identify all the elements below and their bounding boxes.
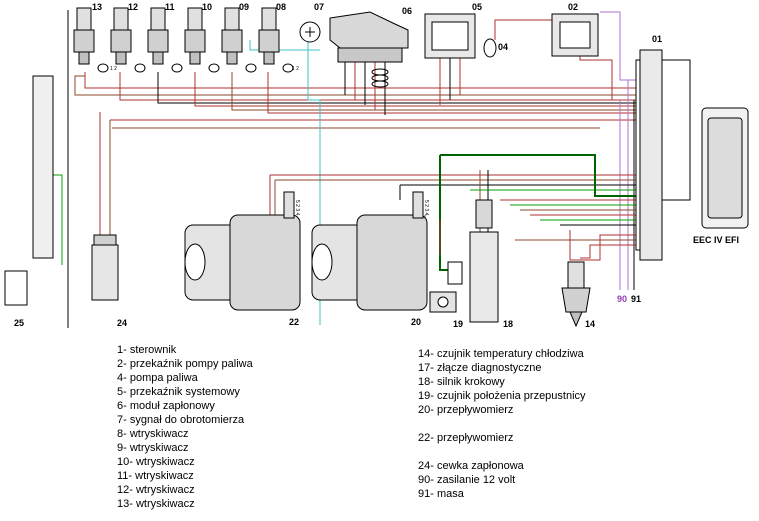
ignition-coil: 24 xyxy=(91,234,127,328)
legend-item: 20- przepływomierz xyxy=(418,404,514,416)
coolant-sensor: 14 xyxy=(561,261,595,329)
legend-item: 91- masa xyxy=(418,488,464,500)
diag-harness xyxy=(32,75,54,259)
injector-10 xyxy=(184,7,220,73)
legend-item: 2- przekaźnik pompy paliwa xyxy=(117,358,253,370)
legend-left: 1- sterownik 2- przekaźnik pompy paliwa … xyxy=(117,343,253,511)
legend-item: 8- wtryskiwacz xyxy=(117,428,189,440)
legend-item: 4- pompa paliwa xyxy=(117,372,198,384)
idle-motor: 18 xyxy=(469,199,513,329)
legend-item: 10- wtryskiwacz xyxy=(117,456,195,468)
legend-item: 5- przekaźnik systemowy xyxy=(117,386,240,398)
ignition-module: 06 xyxy=(329,6,412,63)
relay-coil-loop xyxy=(371,68,389,88)
legend-item: 19- czujnik położenia przepustnicy xyxy=(418,390,586,402)
pin-label: 5 2 3 4 xyxy=(294,200,300,216)
ecu-unit: EEC IV EFI xyxy=(693,107,749,245)
label-90: 90 xyxy=(617,294,627,304)
label-14: 14 xyxy=(585,319,595,329)
airflow-connector-2: 5 2 3 4 xyxy=(412,191,429,219)
legend-item: 13- wtryskiwacz xyxy=(117,498,195,510)
label-02: 02 xyxy=(568,2,578,12)
label-09: 09 xyxy=(239,2,249,12)
main-relay: 02 xyxy=(551,2,599,57)
throttle-sensor: 19 xyxy=(429,261,463,329)
ecu-connector: 01 xyxy=(635,34,663,261)
injector-11 xyxy=(147,7,183,73)
label-18: 18 xyxy=(503,319,513,329)
label-13: 13 xyxy=(92,2,102,12)
legend-item: 1- sterownik xyxy=(117,344,177,356)
legend-item: 18- silnik krokowy xyxy=(418,376,505,388)
label-04: 04 xyxy=(498,42,508,52)
legend-item: 6- moduł zapłonowy xyxy=(117,400,215,412)
injector-12 xyxy=(110,7,146,73)
tacho-signal: 07 xyxy=(299,2,324,43)
label-11: 11 xyxy=(165,2,175,12)
label-08: 08 xyxy=(276,2,286,12)
injector-13 xyxy=(73,7,109,73)
legend-item xyxy=(418,445,586,459)
ecu-name: EEC IV EFI xyxy=(693,235,739,245)
label-25: 25 xyxy=(14,318,24,328)
legend-item: 17- złącze diagnostyczne xyxy=(418,362,542,374)
airflow-meter-22: 22 xyxy=(184,214,301,327)
injector-09 xyxy=(221,7,257,73)
injectors: 13 12 11 10 09 08 1 2 1 2 xyxy=(73,2,299,73)
label-24: 24 xyxy=(117,318,127,328)
legend-item xyxy=(418,417,586,431)
label-22: 22 xyxy=(289,317,299,327)
pin-label: 5 2 3 4 xyxy=(423,200,429,216)
pin-label: 1 2 xyxy=(110,66,117,72)
legend-item: 12- wtryskiwacz xyxy=(117,484,195,496)
fuel-pump-relay: 05 xyxy=(424,2,482,59)
airflow-meter-20: 20 xyxy=(311,214,428,327)
injector-08 xyxy=(258,7,294,73)
label-91: 91 xyxy=(631,294,641,304)
legend-item: 11- wtryskiwacz xyxy=(117,470,194,482)
legend-item: 14- czujnik temperatury chłodziwa xyxy=(418,348,584,360)
label-10: 10 xyxy=(202,2,212,12)
label-19: 19 xyxy=(453,319,463,329)
legend-item: 22- przepływomierz xyxy=(418,432,514,444)
legend-item: 90- zasilanie 12 volt xyxy=(418,474,516,486)
label-01: 01 xyxy=(652,34,662,44)
label-12: 12 xyxy=(128,2,138,12)
label-05: 05 xyxy=(472,2,482,12)
legend-right: 14- czujnik temperatury chłodziwa 17- zł… xyxy=(418,347,586,501)
legend-item: 24- cewka zapłonowa xyxy=(418,460,524,472)
label-06: 06 xyxy=(402,6,412,16)
diag-connector: 25 xyxy=(4,270,28,328)
label-20: 20 xyxy=(411,317,421,327)
label-07: 07 xyxy=(314,2,324,12)
legend-item: 7- sygnał do obrotomierza xyxy=(117,414,245,426)
airflow-connector-1: 5 2 3 4 xyxy=(283,191,300,219)
pin-label: 1 2 xyxy=(292,66,299,72)
legend-item: 9- wtryskiwacz xyxy=(117,442,189,454)
fuel-pump: 04 xyxy=(483,38,508,58)
